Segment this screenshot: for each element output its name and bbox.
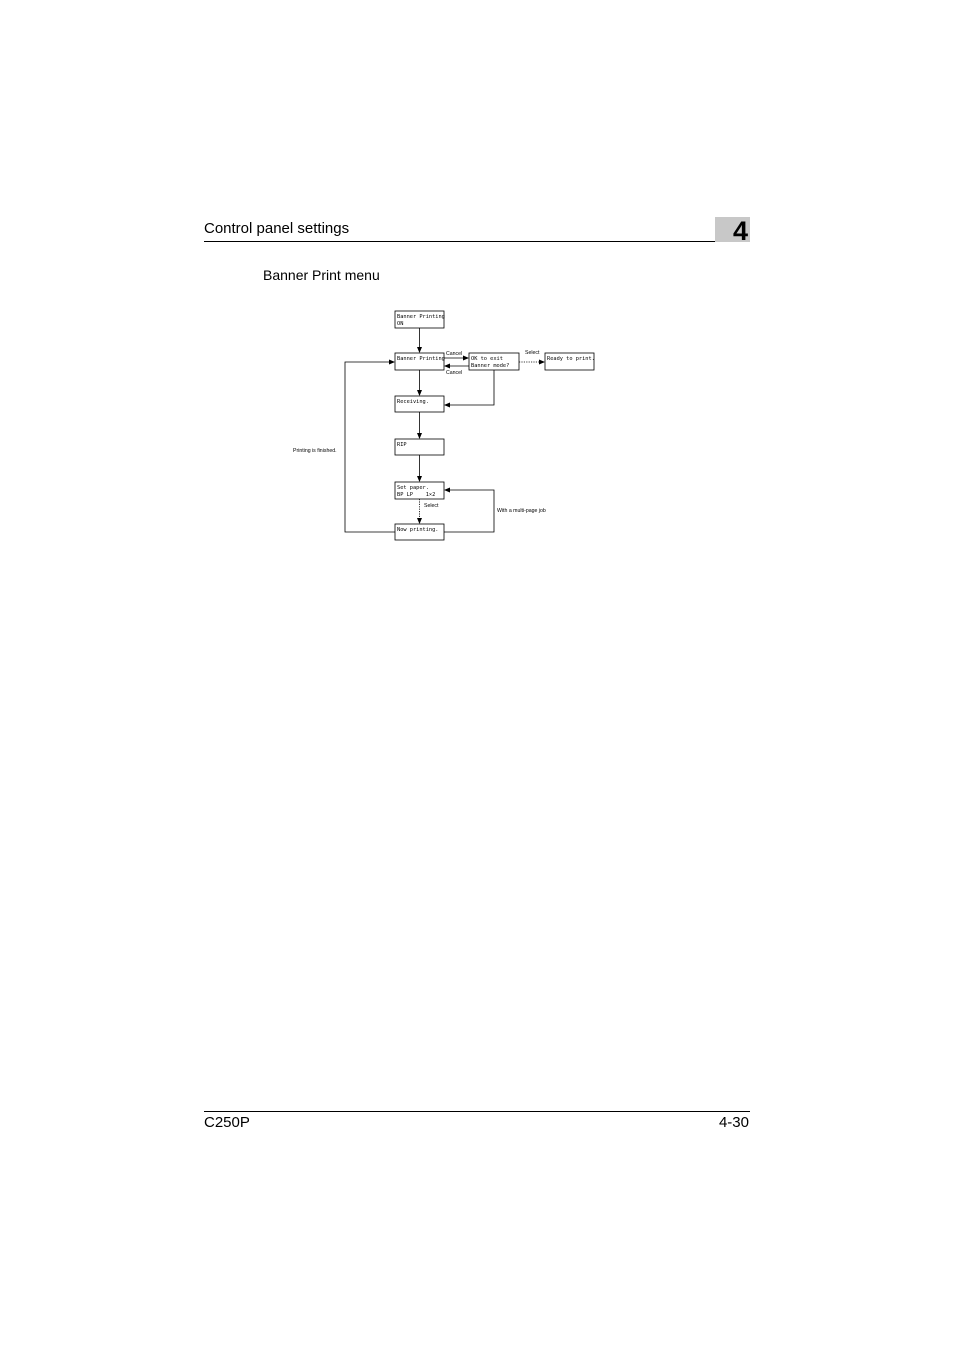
label-select-right: Select — [525, 350, 540, 356]
lcd-rip: RIP — [397, 442, 407, 448]
arrow-ok-to-receiving — [444, 370, 495, 408]
footer-model: C250P — [204, 1114, 250, 1131]
lcd-ok-exit-line1: OK to exit — [471, 356, 503, 362]
lcd-ready: Ready to print. — [547, 356, 595, 362]
arrow-multipage-loop — [444, 487, 495, 533]
label-cancel-top: Cancel — [446, 351, 462, 357]
lcd-banner-printing: Banner Printing — [397, 356, 445, 362]
footer-page-number: 4-30 — [718, 1114, 749, 1131]
lcd-set-paper-line2: BP LP 1×2 — [397, 492, 435, 498]
label-printing-finished: Printing is finished. — [293, 448, 337, 454]
lcd-ok-exit-line2: Banner mode? — [471, 363, 509, 369]
box-ready — [544, 352, 595, 371]
label-multi-page: With a multi-page job — [497, 508, 546, 514]
label-cancel-bottom: Cancel — [446, 370, 462, 376]
chapter-number: 4 — [732, 216, 748, 246]
arrow-finished-loop — [344, 359, 395, 533]
footer-rule — [204, 1111, 750, 1112]
header-rule — [204, 241, 750, 242]
chapter-marker: 4 — [715, 216, 750, 246]
lcd-set-paper-line1: Set paper. — [397, 485, 429, 491]
lcd-now-printing: Now printing. — [397, 527, 438, 533]
lcd-banner-on-line2: ON — [397, 321, 403, 327]
header-title: Control panel settings — [204, 220, 350, 237]
section-title: Banner Print menu — [263, 267, 380, 283]
lcd-receiving: Receiving. — [397, 399, 429, 405]
label-select-down: Select — [424, 503, 439, 509]
lcd-banner-on-line1: Banner Printing — [397, 314, 445, 320]
